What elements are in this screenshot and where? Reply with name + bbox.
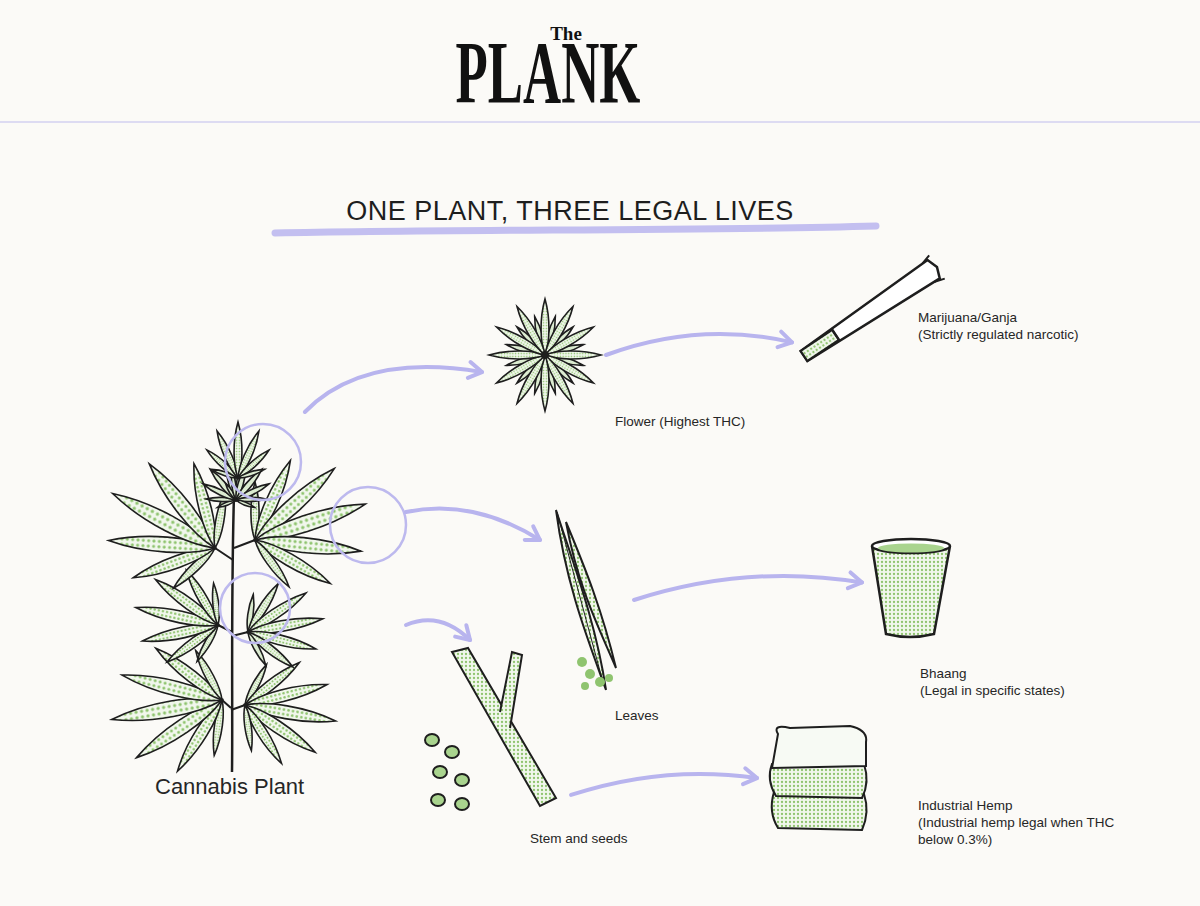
caption-heading: Cannabis Plant	[155, 774, 304, 800]
flower-node: Flower (Highest THC)	[490, 298, 600, 412]
arrow-line	[406, 508, 540, 540]
cup-drawing	[872, 539, 950, 637]
diagram-title: ONE PLANT, THREE LEGAL LIVES	[346, 195, 794, 227]
caption-note: (Strictly regulated narcotic)	[918, 326, 1079, 343]
caption-heading: Bhaang	[920, 665, 1065, 682]
arrow-head	[468, 362, 482, 378]
node-caption: Stem and seeds	[530, 830, 628, 847]
node-caption: Industrial Hemp(Industrial hemp legal wh…	[918, 797, 1118, 848]
title-underline	[275, 226, 876, 233]
hemp-node: Industrial Hemp(Industrial hemp legal wh…	[765, 722, 872, 832]
flow-arrow	[606, 332, 792, 355]
logo-wordmark-holder: PLANK	[348, 35, 748, 111]
node-caption: Bhaang(Legal in specific states)	[920, 665, 1065, 699]
stem-node: Stem and seeds	[440, 648, 565, 815]
title-band: ONE PLANT, THREE LEGAL LIVES	[270, 195, 870, 227]
node-caption: Marijuana/Ganja(Strictly regulated narco…	[918, 309, 1079, 343]
caption-note: (Industrial hemp legal when THC below 0.…	[918, 814, 1118, 848]
caption-note: (Legal in specific states)	[920, 682, 1065, 699]
logo-wordmark: PLANK	[456, 35, 641, 111]
flow-arrow	[406, 620, 470, 640]
flow-arrow	[571, 768, 757, 795]
node-caption: Cannabis Plant	[155, 774, 304, 800]
flow-arrow	[634, 572, 862, 600]
caption-heading: Stem and seeds	[530, 830, 628, 847]
arrow-line	[305, 367, 482, 412]
flow-arrow	[406, 508, 540, 540]
hemp-fabric-drawing	[770, 726, 867, 830]
node-caption: Leaves	[615, 707, 659, 724]
bhaang-node: Bhaang(Legal in specific states)	[870, 528, 952, 637]
caption-heading: Marijuana/Ganja	[918, 309, 1079, 326]
caption-heading: Leaves	[615, 707, 659, 724]
arrow-line	[606, 334, 792, 355]
cannabis-plant	[80, 422, 406, 785]
node-caption: Flower (Highest THC)	[615, 413, 745, 430]
stem-seeds-drawing	[425, 648, 556, 810]
header-rule	[0, 121, 1200, 123]
marijuana-node: Marijuana/Ganja(Strictly regulated narco…	[800, 262, 937, 360]
flower-drawing	[489, 299, 601, 411]
arrow-head	[525, 526, 540, 540]
arrow-head	[743, 768, 757, 784]
arrow-head	[778, 332, 792, 348]
caption-heading: Industrial Hemp	[918, 797, 1118, 814]
caption-heading: Flower (Highest THC)	[615, 413, 745, 430]
arrow-line	[634, 576, 862, 600]
arrow-line	[406, 620, 470, 640]
flow-arrow	[305, 362, 482, 412]
arrow-line	[571, 774, 757, 795]
leaves-drawing	[556, 510, 616, 690]
arrow-head	[455, 625, 470, 640]
plant-node: Cannabis Plant	[65, 418, 400, 770]
leaves-node: Leaves	[548, 508, 628, 692]
arrow-head	[848, 572, 862, 588]
